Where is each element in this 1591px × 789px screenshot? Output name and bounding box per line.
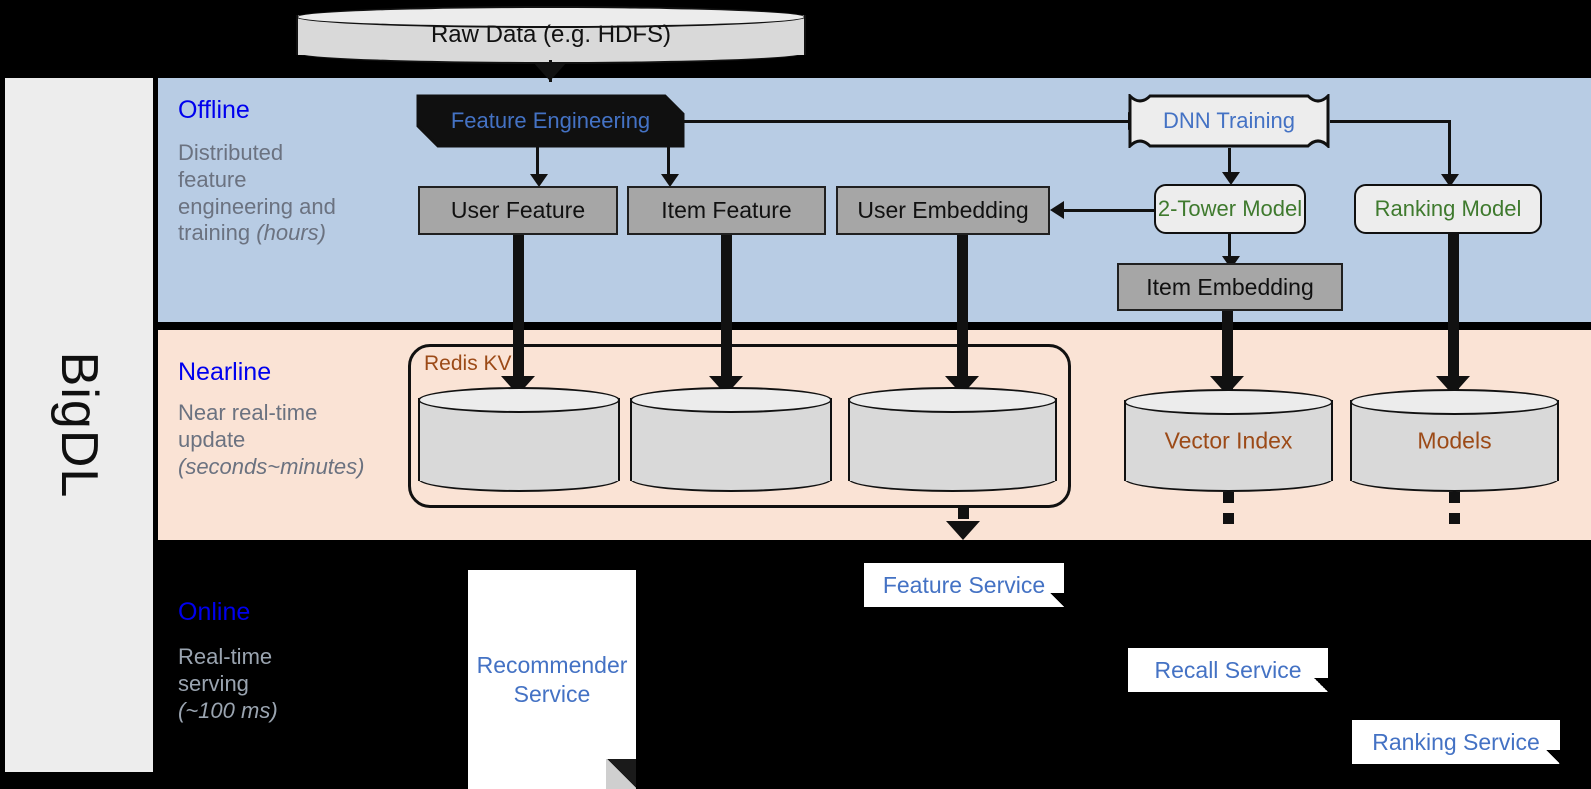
store-user-feature[interactable] [418, 387, 620, 492]
offline-desc-emphasis: (hours) [256, 220, 326, 246]
pipe-ranking-model [1448, 234, 1459, 390]
dash-models-2 [1449, 513, 1460, 524]
cylinder-top [296, 6, 806, 28]
user-embedding-label: User Embedding [857, 197, 1029, 224]
node-feature-service[interactable]: Feature Service [864, 563, 1064, 607]
stage-title-online: Online [178, 598, 251, 626]
stage-desc-nearline: Near real-time update (seconds~minutes) [178, 400, 408, 480]
node-recall-service[interactable]: Recall Service [1128, 648, 1328, 692]
stage-title-offline: Offline [178, 96, 250, 124]
node-ranking-model[interactable]: Ranking Model [1354, 184, 1542, 234]
redis-kv-label: Redis KV [424, 352, 512, 375]
arrowhead-fe-itemfeature [661, 174, 679, 187]
connector-dnn-ranking-h [1330, 120, 1450, 123]
bigdl-sidebar: BigDL [5, 78, 153, 772]
node-item-feature[interactable]: Item Feature [627, 186, 826, 235]
dash-vector-index-2 [1223, 513, 1234, 524]
recall-service-label: Recall Service [1154, 656, 1302, 683]
arrowhead-redis-featureservice [946, 521, 980, 540]
item-embedding-label: Item Embedding [1146, 273, 1314, 300]
two-tower-model-label: 2-Tower Model [1157, 196, 1303, 222]
dash-redis-featureservice [958, 508, 969, 519]
online-desc-l2: serving [178, 670, 249, 696]
page-fold-icon [1546, 750, 1560, 764]
feature-engineering-outline [416, 94, 685, 148]
offline-desc-l1: Distributed [178, 140, 284, 165]
cylinder-top [630, 387, 832, 413]
node-two-tower-model[interactable]: 2-Tower Model [1154, 184, 1306, 234]
dash-vector-index-1 [1223, 492, 1234, 503]
raw-data-store[interactable]: Raw Data (e.g. HDFS) [296, 6, 806, 64]
cylinder-top [418, 387, 620, 413]
vector-index-label: Vector Index [1164, 427, 1293, 453]
feature-service-label: Feature Service [882, 571, 1046, 598]
connector-fe-dnn [683, 120, 1130, 123]
connector-dnn-ranking-v [1448, 120, 1451, 178]
connector-fe-itemfeature [667, 146, 670, 178]
raw-data-label: Raw Data (e.g. HDFS) [430, 21, 672, 48]
item-feature-label: Item Feature [661, 197, 792, 224]
arrowhead-fe-userfeature [530, 174, 548, 187]
dash-models-1 [1449, 492, 1460, 503]
node-user-feature[interactable]: User Feature [418, 186, 618, 235]
store-models[interactable]: Models [1350, 389, 1559, 492]
arrowhead-twotower-userembedding [1050, 201, 1064, 219]
cylinder-top [848, 387, 1057, 413]
cylinder-top [1124, 389, 1333, 415]
page-fold-icon [1314, 678, 1328, 692]
cylinder-top [1350, 389, 1559, 415]
connector-dnn-twotower [1228, 148, 1231, 176]
offline-desc-l4: training (hours) [178, 220, 326, 246]
pipe-user-feature [513, 235, 524, 390]
nearline-desc-l1: Near real-time [178, 400, 318, 425]
node-recommender-service[interactable]: Recommender Service [468, 570, 636, 789]
offline-desc-l3: engineering and [178, 193, 336, 219]
connector-twotower-userembedding [1063, 209, 1167, 212]
bigdl-label: BigDL [50, 351, 108, 499]
ranking-service-label: Ranking Service [1372, 728, 1540, 755]
recommender-service-label: Recommender Service [477, 651, 628, 709]
stage-desc-offline: Distributed feature engineering and trai… [178, 140, 408, 247]
recommender-service-line1: Recommender [476, 651, 628, 678]
pipe-user-embedding [957, 235, 968, 390]
node-item-embedding[interactable]: Item Embedding [1117, 263, 1343, 311]
online-desc-l1: Real-time [178, 644, 273, 669]
node-dnn-training[interactable] [1128, 94, 1330, 148]
store-user-embedding[interactable] [848, 387, 1057, 492]
pipe-item-feature [721, 235, 732, 390]
stage-title-nearline: Nearline [178, 358, 272, 386]
node-user-embedding[interactable]: User Embedding [836, 186, 1050, 235]
online-desc-emphasis: (~100 ms) [178, 697, 278, 723]
models-label: Models [1417, 427, 1492, 453]
redis-kv-container [408, 344, 1071, 508]
nearline-desc-l2: update [178, 426, 246, 452]
connector-fe-userfeature [536, 146, 539, 178]
node-feature-engineering[interactable]: Feature Engineering [418, 96, 683, 146]
pipe-item-embedding [1222, 311, 1233, 390]
node-ranking-service[interactable]: Ranking Service [1352, 720, 1560, 764]
connector-twotower-itemembedding [1228, 234, 1231, 260]
ranking-model-label: Ranking Model [1374, 196, 1522, 222]
arrowhead-dnn-twotower [1222, 172, 1240, 185]
nearline-desc-emphasis: (seconds~minutes) [178, 453, 365, 479]
page-fold-icon [1050, 593, 1064, 607]
store-item-feature[interactable] [630, 387, 832, 492]
recommender-service-line2: Service [513, 680, 591, 707]
user-feature-label: User Feature [450, 197, 586, 224]
arrowhead-rawdata-fe [533, 62, 567, 81]
arrowhead-dnn-ranking [1441, 174, 1459, 187]
offline-desc-l2: feature [178, 166, 247, 192]
store-vector-index[interactable]: Vector Index [1124, 389, 1333, 492]
cylinder-body [630, 398, 832, 481]
page-fold-icon [606, 759, 636, 789]
feature-engineering-label: Feature Engineering [450, 108, 651, 134]
stage-desc-online: Real-time serving (~100 ms) [178, 644, 408, 724]
